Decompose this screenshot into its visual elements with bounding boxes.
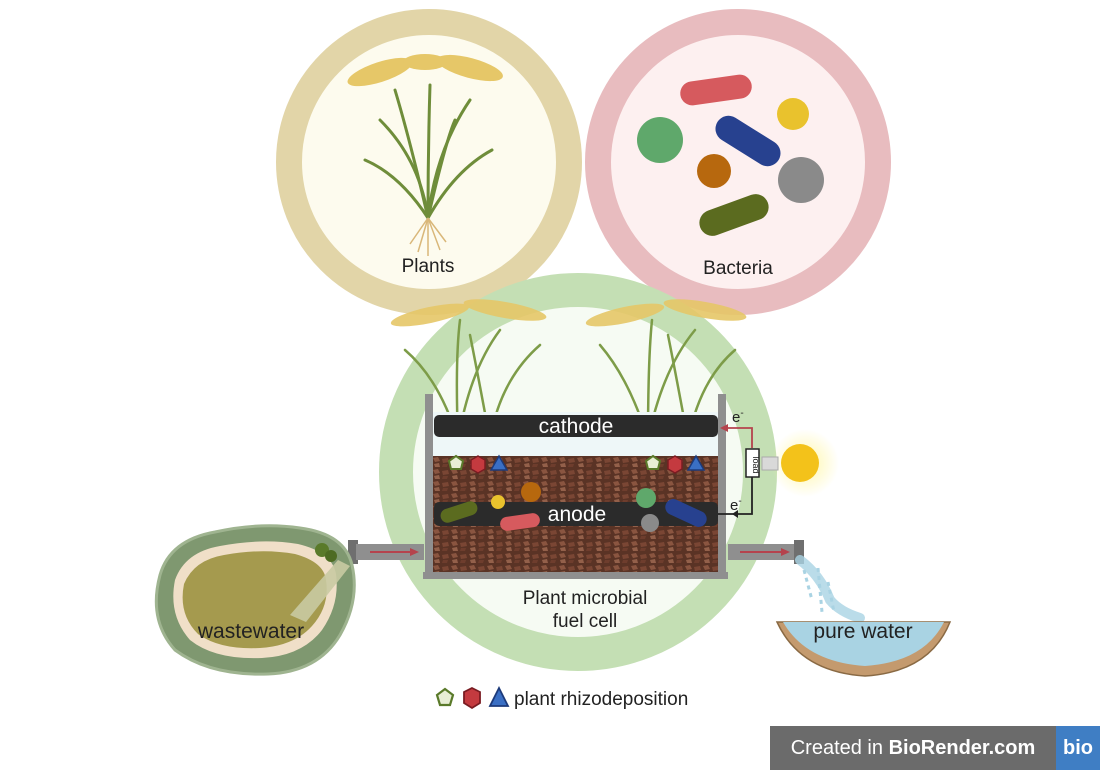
cell-plants <box>390 299 747 461</box>
electron-label-top: e- <box>732 408 744 426</box>
biorender-badge[interactable]: Created in BioRender.com bio <box>770 726 1100 770</box>
bacteria-circle: Bacteria <box>585 9 891 315</box>
bacteria-label: Bacteria <box>703 258 773 279</box>
fuel-cell: cathode anode <box>423 394 728 579</box>
anode-label: anode <box>548 503 606 526</box>
wastewater-pond: wastewater <box>154 524 356 676</box>
rhizodeposition-markers <box>447 454 706 474</box>
plants-label: Plants <box>402 256 455 277</box>
hexagon-icon <box>463 686 481 710</box>
load-resistor <box>745 448 760 478</box>
badge-prefix: Created in <box>790 737 889 759</box>
legend-label: plant rhizodeposition <box>514 689 688 710</box>
cathode-label: cathode <box>539 415 614 438</box>
electron-label-bottom: e- <box>730 496 742 514</box>
plants-circle: Plants <box>276 9 582 315</box>
pmfc-label-line2: fuel cell <box>553 611 617 632</box>
bacteria-icon <box>637 74 824 236</box>
bio-logo-icon: bio <box>1056 726 1100 770</box>
outlet-pipe <box>728 540 804 564</box>
anode-bacteria <box>440 482 707 532</box>
external-circuit: e- e- load <box>718 408 839 518</box>
pure-water-bowl: pure water <box>775 555 952 677</box>
triangle-icon <box>488 685 510 707</box>
light-bulb-icon <box>761 429 839 497</box>
cathode <box>434 415 718 437</box>
legend: plant rhizodeposition <box>435 685 688 710</box>
pentagon-icon <box>435 687 455 707</box>
wastewater-label: wastewater <box>197 620 304 643</box>
rice-plant-icon <box>347 54 503 256</box>
badge-text: Created in BioRender.com <box>770 726 1056 770</box>
badge-brand: BioRender.com <box>888 737 1036 759</box>
inlet-pipe <box>348 540 424 564</box>
load-label: load <box>751 456 761 473</box>
pmfc-label-line1: Plant microbial <box>523 588 648 609</box>
pure-water-label: pure water <box>813 620 912 643</box>
